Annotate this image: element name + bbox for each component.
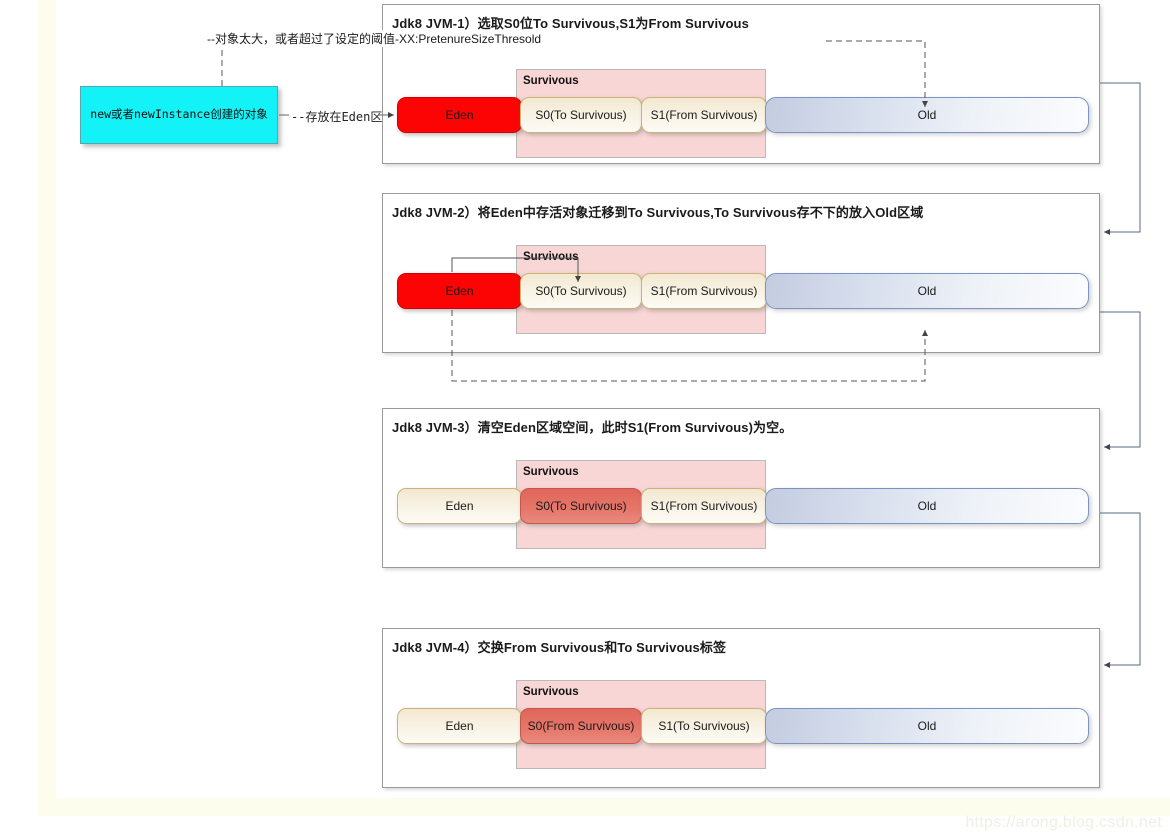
panel-3-region-eden: Eden bbox=[397, 488, 522, 524]
created-object-box: new或者newInstance创建的对象 bbox=[80, 86, 278, 144]
panel-4-region-old: Old bbox=[765, 708, 1089, 744]
panel-3-survivor-group-label: Survivous bbox=[523, 466, 579, 478]
panel-4-region-s0: S0(From Survivous) bbox=[520, 708, 642, 744]
panel-2-region-s0: S0(To Survivous) bbox=[520, 273, 642, 309]
panel-4-title: Jdk8 JVM-4）交换From Survivous和To Survivous… bbox=[392, 640, 727, 655]
panel-2-region-eden: Eden bbox=[397, 273, 522, 309]
panel-4-region-eden: Eden bbox=[397, 708, 522, 744]
panel-3-eden-label: Eden bbox=[445, 499, 474, 513]
panel-2-eden-label: Eden bbox=[445, 284, 474, 298]
panel-1-old-label: Old bbox=[917, 108, 937, 122]
panel-4-old-label: Old bbox=[917, 719, 937, 733]
panel-1-region-old: Old bbox=[765, 97, 1089, 133]
panel-2-region-s1: S1(From Survivous) bbox=[641, 273, 767, 309]
panel-jvm-4: Jdk8 JVM-4）交换From Survivous和To Survivous… bbox=[382, 628, 1100, 788]
panel-1-region-s0: S0(To Survivous) bbox=[520, 97, 642, 133]
panel-3-s0-label: S0(To Survivous) bbox=[535, 499, 627, 513]
panel-3-region-s0: S0(To Survivous) bbox=[520, 488, 642, 524]
panel-4-region-s1: S1(To Survivous) bbox=[641, 708, 767, 744]
panel-1-title: Jdk8 JVM-1）选取S0位To Survivous,S1为From Sur… bbox=[392, 16, 749, 31]
page-frame-left bbox=[38, 0, 56, 816]
panel-jvm-2: Jdk8 JVM-2）将Eden中存活对象迁移到To Survivous,To … bbox=[382, 193, 1100, 353]
pretenure-threshold-label: --对象太大，或者超过了设定的阈值-XX:PretenureSizeThreso… bbox=[205, 30, 544, 47]
created-object-label: new或者newInstance创建的对象 bbox=[90, 107, 268, 122]
panel-jvm-3: Jdk8 JVM-3）清空Eden区域空间，此时S1(From Survivou… bbox=[382, 408, 1100, 568]
panel-3-title: Jdk8 JVM-3）清空Eden区域空间，此时S1(From Survivou… bbox=[392, 420, 793, 435]
panel-1-eden-label: Eden bbox=[445, 108, 474, 122]
panel-3-old-label: Old bbox=[917, 499, 937, 513]
panel-4-s1-label: S1(To Survivous) bbox=[658, 719, 750, 733]
panel-4-eden-label: Eden bbox=[445, 719, 474, 733]
panel-1-region-eden: Eden bbox=[397, 97, 522, 133]
panel-2-s1-label: S1(From Survivous) bbox=[650, 284, 758, 298]
panel-3-region-s1: S1(From Survivous) bbox=[641, 488, 767, 524]
panel-2-old-label: Old bbox=[917, 284, 937, 298]
panel-2-title: Jdk8 JVM-2）将Eden中存活对象迁移到To Survivous,To … bbox=[392, 205, 924, 220]
panel-4-survivor-group-label: Survivous bbox=[523, 686, 579, 698]
panel-jvm-1: Jdk8 JVM-1）选取S0位To Survivous,S1为From Sur… bbox=[382, 4, 1100, 164]
page-frame-bottom bbox=[38, 798, 1170, 816]
panel-2-region-old: Old bbox=[765, 273, 1089, 309]
panel-1-s1-label: S1(From Survivous) bbox=[650, 108, 758, 122]
panel-1-s0-label: S0(To Survivous) bbox=[535, 108, 627, 122]
panel-2-s0-label: S0(To Survivous) bbox=[535, 284, 627, 298]
panel-2-survivor-group-label: Survivous bbox=[523, 251, 579, 263]
site-watermark: https://arong.blog.csdn.net bbox=[965, 814, 1162, 831]
store-in-eden-edge-label: --存放在Eden区 bbox=[291, 110, 383, 124]
panel-3-s1-label: S1(From Survivous) bbox=[650, 499, 758, 513]
panel-4-s0-label: S0(From Survivous) bbox=[527, 719, 635, 733]
panel-3-region-old: Old bbox=[765, 488, 1089, 524]
panel-1-region-s1: S1(From Survivous) bbox=[641, 97, 767, 133]
panel-1-survivor-group-label: Survivous bbox=[523, 75, 579, 87]
